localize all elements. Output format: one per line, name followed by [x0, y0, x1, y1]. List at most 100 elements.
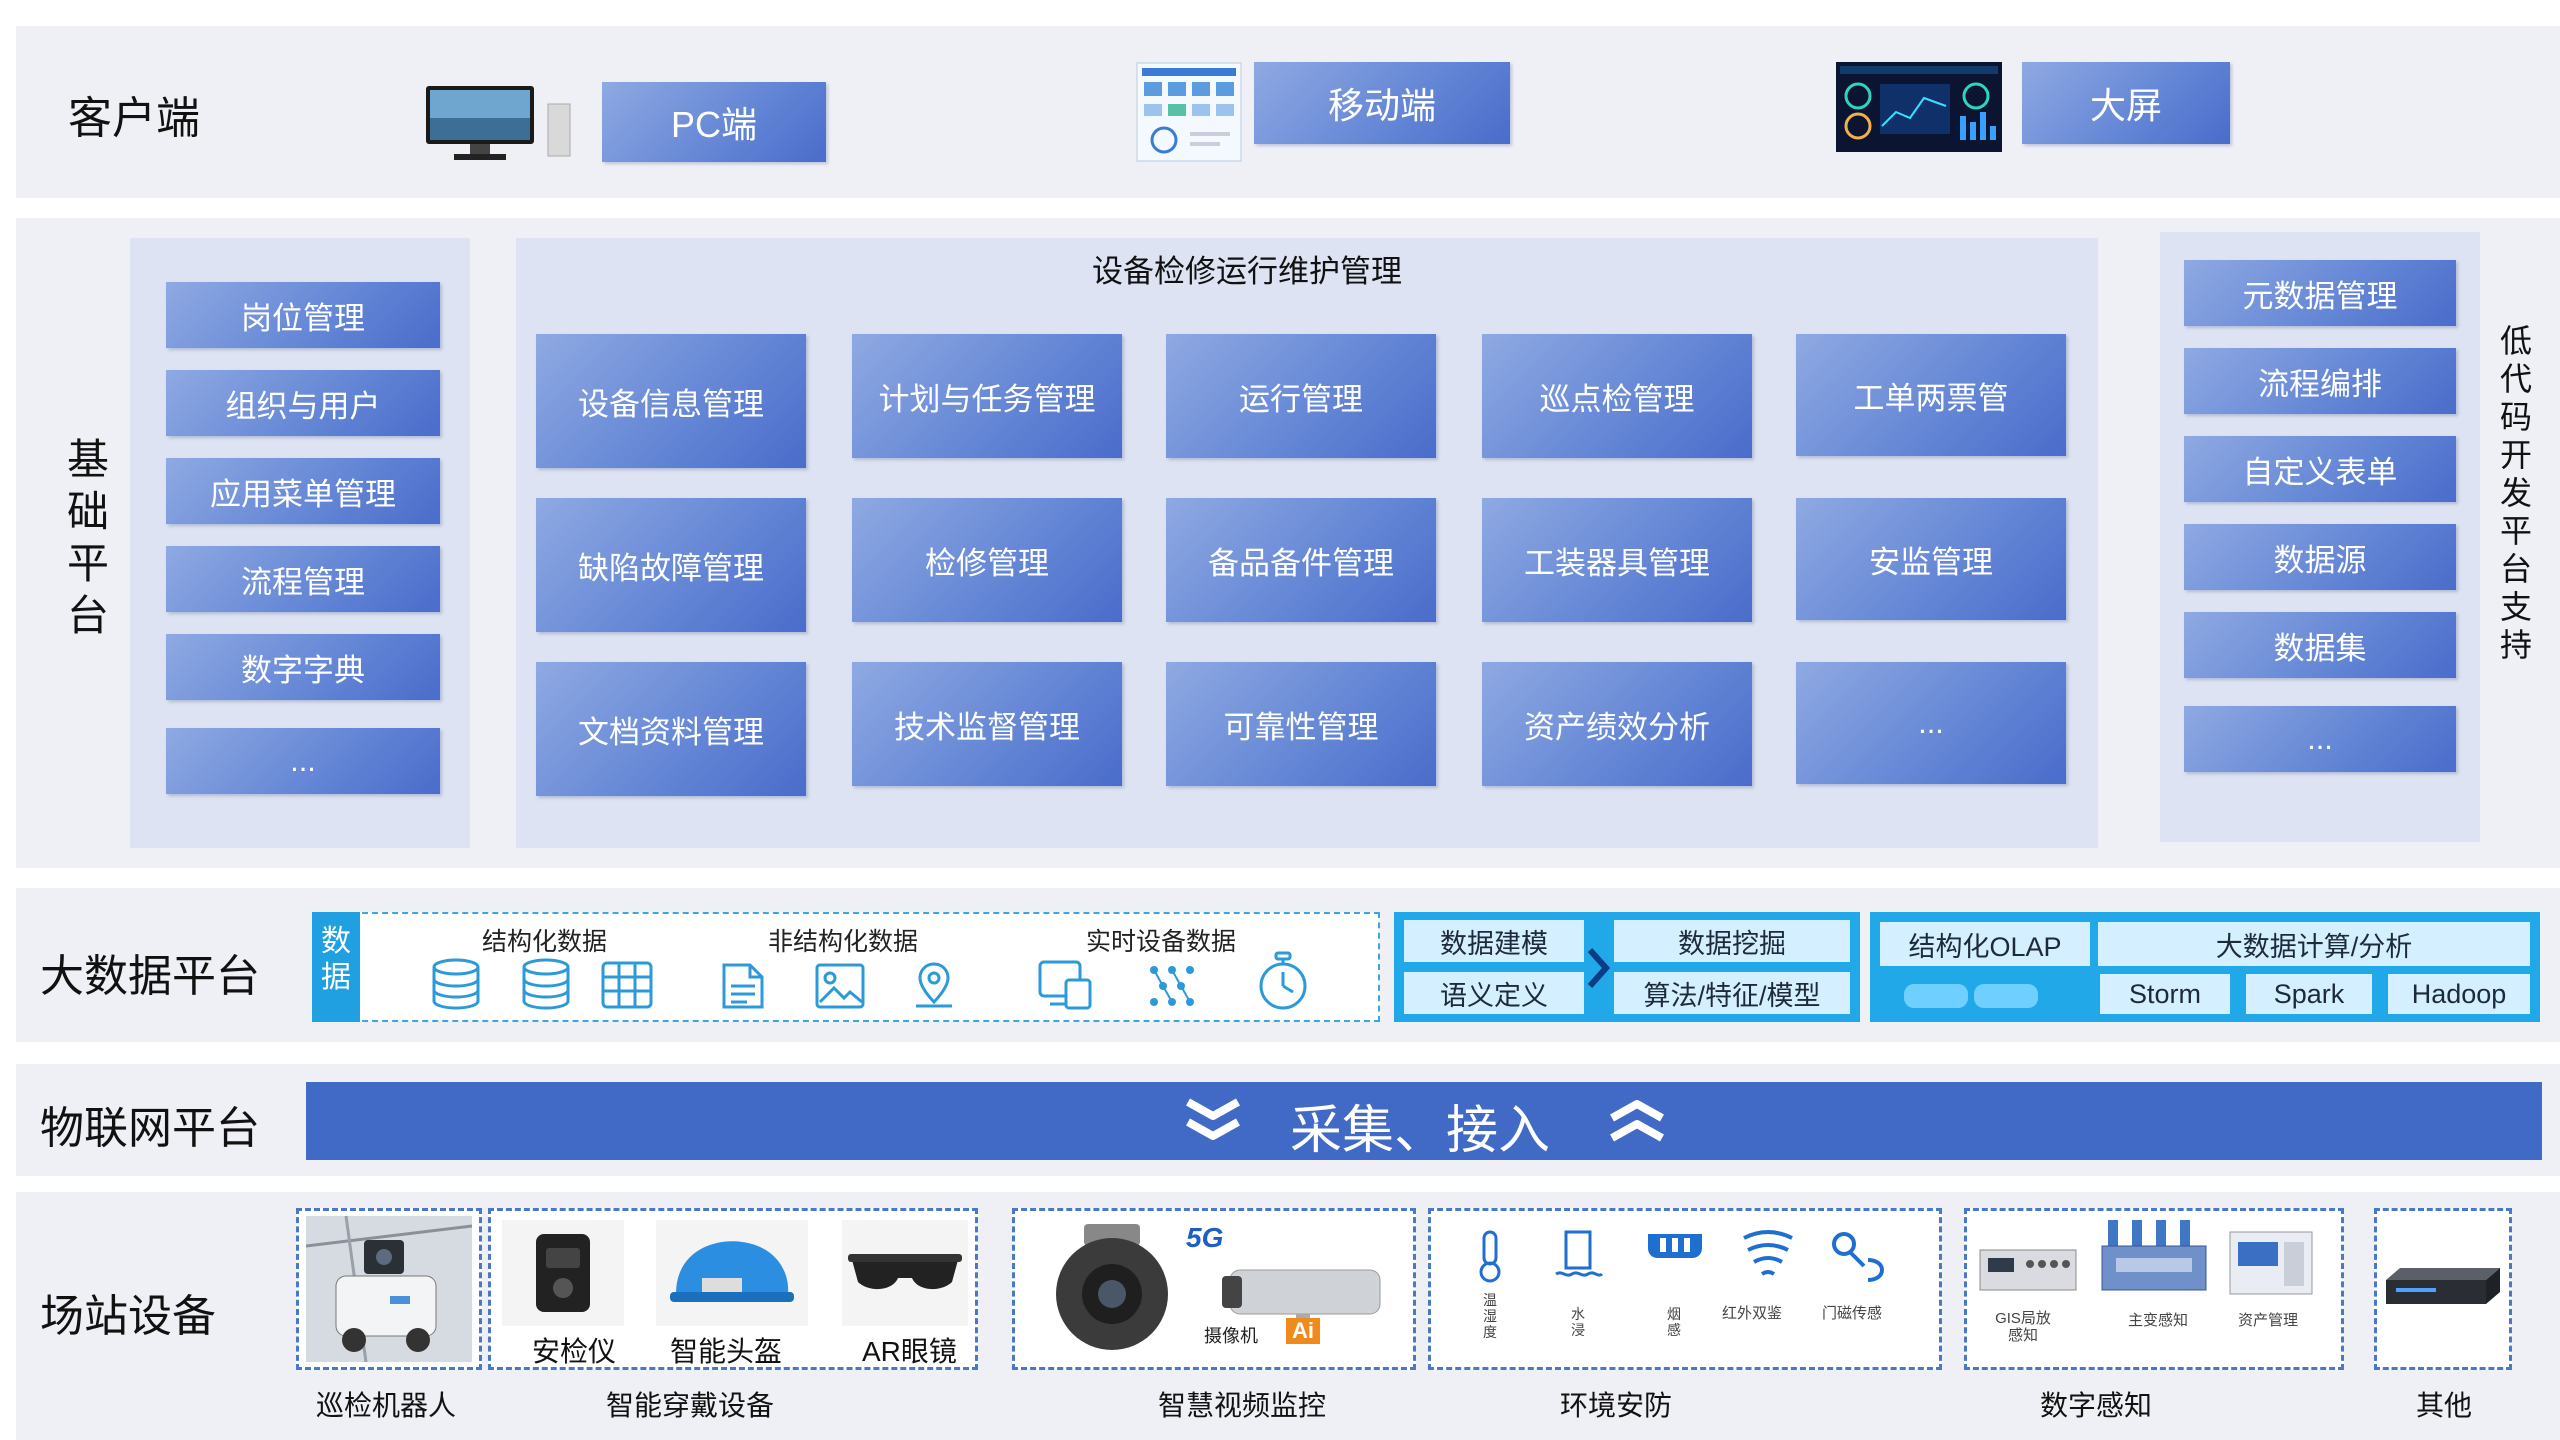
chevrons-down-icon — [1180, 1092, 1246, 1148]
water-sensor-icon — [1552, 1228, 1604, 1284]
gis-label: GIS局放感知 — [1995, 1310, 2051, 1344]
iot-access-bar[interactable] — [306, 1082, 2542, 1160]
infrared-label: 红外双鉴 — [1722, 1305, 1783, 1322]
wearables-caption: 智能穿戴设备 — [606, 1390, 775, 1421]
arrow-right-icon — [1584, 946, 1614, 990]
grid-device-info[interactable]: 设备信息管理 — [536, 334, 806, 468]
database-icon-2 — [518, 958, 574, 1010]
dome-camera-icon — [1042, 1218, 1182, 1358]
grid-safety[interactable]: 安监管理 — [1796, 498, 2066, 620]
security-scanner-icon — [502, 1220, 624, 1326]
image-icon — [814, 962, 866, 1010]
asset-label: 资产管理 — [2238, 1312, 2299, 1329]
location-pin-icon — [910, 960, 958, 1010]
pc-client-button[interactable]: PC端 — [602, 82, 826, 162]
grid-tech-supervision[interactable]: 技术监督管理 — [852, 662, 1122, 786]
realtime-data-label: 实时设备数据 — [1086, 928, 1237, 956]
org-user-button[interactable]: 组织与用户 — [166, 370, 440, 436]
5g-badge: 5G — [1186, 1222, 1224, 1253]
grid-asset-performance[interactable]: 资产绩效分析 — [1482, 662, 1752, 786]
bigdata-title: 大数据平台 — [40, 952, 260, 1001]
stopwatch-icon — [1256, 950, 1310, 1012]
olap-chip[interactable]: 结构化OLAP — [1880, 922, 2090, 966]
smoke-label: 烟感 — [1667, 1306, 1681, 1338]
ar-glasses-label: AR眼镜 — [862, 1336, 957, 1367]
video-caption: 智慧视频监控 — [1158, 1390, 1327, 1421]
grid-reliability[interactable]: 可靠性管理 — [1166, 662, 1436, 786]
right-more-button[interactable]: ... — [2184, 706, 2456, 772]
document-icon — [720, 962, 766, 1010]
database-icon — [428, 958, 484, 1010]
low-code-title: 低代码开发平台支持 — [2499, 323, 2532, 663]
grid-defect-fault[interactable]: 缺陷故障管理 — [536, 498, 806, 632]
station-title: 场站设备 — [40, 1292, 216, 1341]
process-management-button[interactable]: 流程管理 — [166, 546, 440, 612]
door-sensor-icon — [1828, 1230, 1886, 1282]
camera-label: 摄像机 — [1204, 1326, 1258, 1346]
data-tag: 数据 — [312, 912, 360, 1022]
base-platform-title: 基础平台 — [66, 436, 109, 639]
data-mining-chip[interactable]: 数据挖掘 — [1614, 920, 1850, 962]
iot-access-label: 采集、接入 — [1290, 1102, 1551, 1160]
grid-operation[interactable]: 运行管理 — [1166, 334, 1436, 458]
grid-tooling[interactable]: 工装器具管理 — [1482, 498, 1752, 622]
mobile-app-icon — [1136, 62, 1242, 162]
hadoop-chip[interactable]: Hadoop — [2388, 974, 2530, 1014]
menu-management-button[interactable]: 应用菜单管理 — [166, 458, 440, 524]
robot-caption: 巡检机器人 — [316, 1390, 457, 1421]
network-nodes-icon — [1146, 962, 1198, 1010]
dictionary-button[interactable]: 数字字典 — [166, 634, 440, 700]
compute-analysis-chip[interactable]: 大数据计算/分析 — [2098, 922, 2530, 966]
environment-caption: 环境安防 — [1560, 1390, 1673, 1421]
ai-badge: Ai — [1286, 1318, 1320, 1344]
smart-helmet-icon — [656, 1220, 808, 1326]
olap-storage-icon — [1902, 978, 2042, 1012]
grid-repair[interactable]: 检修管理 — [852, 498, 1122, 622]
post-management-button[interactable]: 岗位管理 — [166, 282, 440, 348]
table-icon — [600, 960, 654, 1010]
storm-chip[interactable]: Storm — [2100, 974, 2230, 1014]
algorithm-model-chip[interactable]: 算法/特征/模型 — [1614, 972, 1850, 1014]
smart-helmet-label: 智能头盔 — [670, 1336, 783, 1367]
left-more-button[interactable]: ... — [166, 728, 440, 794]
dataset-button[interactable]: 数据集 — [2184, 612, 2456, 678]
security-scanner-label: 安检仪 — [532, 1336, 617, 1367]
data-source-button[interactable]: 数据源 — [2184, 524, 2456, 590]
door-magnet-label: 门磁传感 — [1822, 1305, 1883, 1322]
gis-device-icon — [1978, 1244, 2078, 1296]
asset-analyzer-icon — [2226, 1224, 2316, 1300]
transformer-label: 主变感知 — [2128, 1312, 2189, 1329]
mobile-client-button[interactable]: 移动端 — [1254, 62, 1510, 144]
grid-patrol[interactable]: 巡点检管理 — [1482, 334, 1752, 458]
maintenance-panel-title: 设备检修运行维护管理 — [1092, 254, 1402, 289]
ar-glasses-icon — [842, 1220, 968, 1326]
client-title: 客户端 — [68, 94, 200, 143]
device-monitor-icon — [1036, 958, 1096, 1012]
grid-work-order[interactable]: 工单两票管 — [1796, 334, 2066, 456]
custom-form-button[interactable]: 自定义表单 — [2184, 436, 2456, 502]
inspection-robot-icon — [305, 1215, 473, 1363]
bigscreen-client-button[interactable]: 大屏 — [2022, 62, 2230, 144]
data-modeling-chip[interactable]: 数据建模 — [1404, 920, 1584, 962]
smoke-sensor-icon — [1644, 1230, 1706, 1274]
grid-spare-parts[interactable]: 备品备件管理 — [1166, 498, 1436, 622]
flow-orchestration-button[interactable]: 流程编排 — [2184, 348, 2456, 414]
pc-monitor-icon — [424, 84, 574, 164]
grid-documents[interactable]: 文档资料管理 — [536, 662, 806, 796]
temp-humidity-label: 温湿度 — [1483, 1292, 1497, 1340]
infrared-sensor-icon — [1734, 1228, 1802, 1280]
semantic-definition-chip[interactable]: 语义定义 — [1404, 972, 1584, 1014]
spark-chip[interactable]: Spark — [2246, 974, 2372, 1014]
metadata-button[interactable]: 元数据管理 — [2184, 260, 2456, 326]
dashboard-screen-icon — [1836, 62, 2002, 152]
water-immersion-label: 水浸 — [1571, 1306, 1585, 1338]
other-caption: 其他 — [2416, 1390, 2473, 1421]
bullet-camera-icon — [1186, 1218, 1398, 1358]
grid-more[interactable]: ... — [1796, 662, 2066, 784]
transformer-icon — [2098, 1218, 2210, 1300]
iot-title: 物联网平台 — [40, 1104, 260, 1153]
data-sources-box — [312, 912, 1380, 1022]
digital-caption: 数字感知 — [2040, 1390, 2153, 1421]
nvr-device-icon — [2380, 1264, 2506, 1312]
grid-plan-task[interactable]: 计划与任务管理 — [852, 334, 1122, 458]
